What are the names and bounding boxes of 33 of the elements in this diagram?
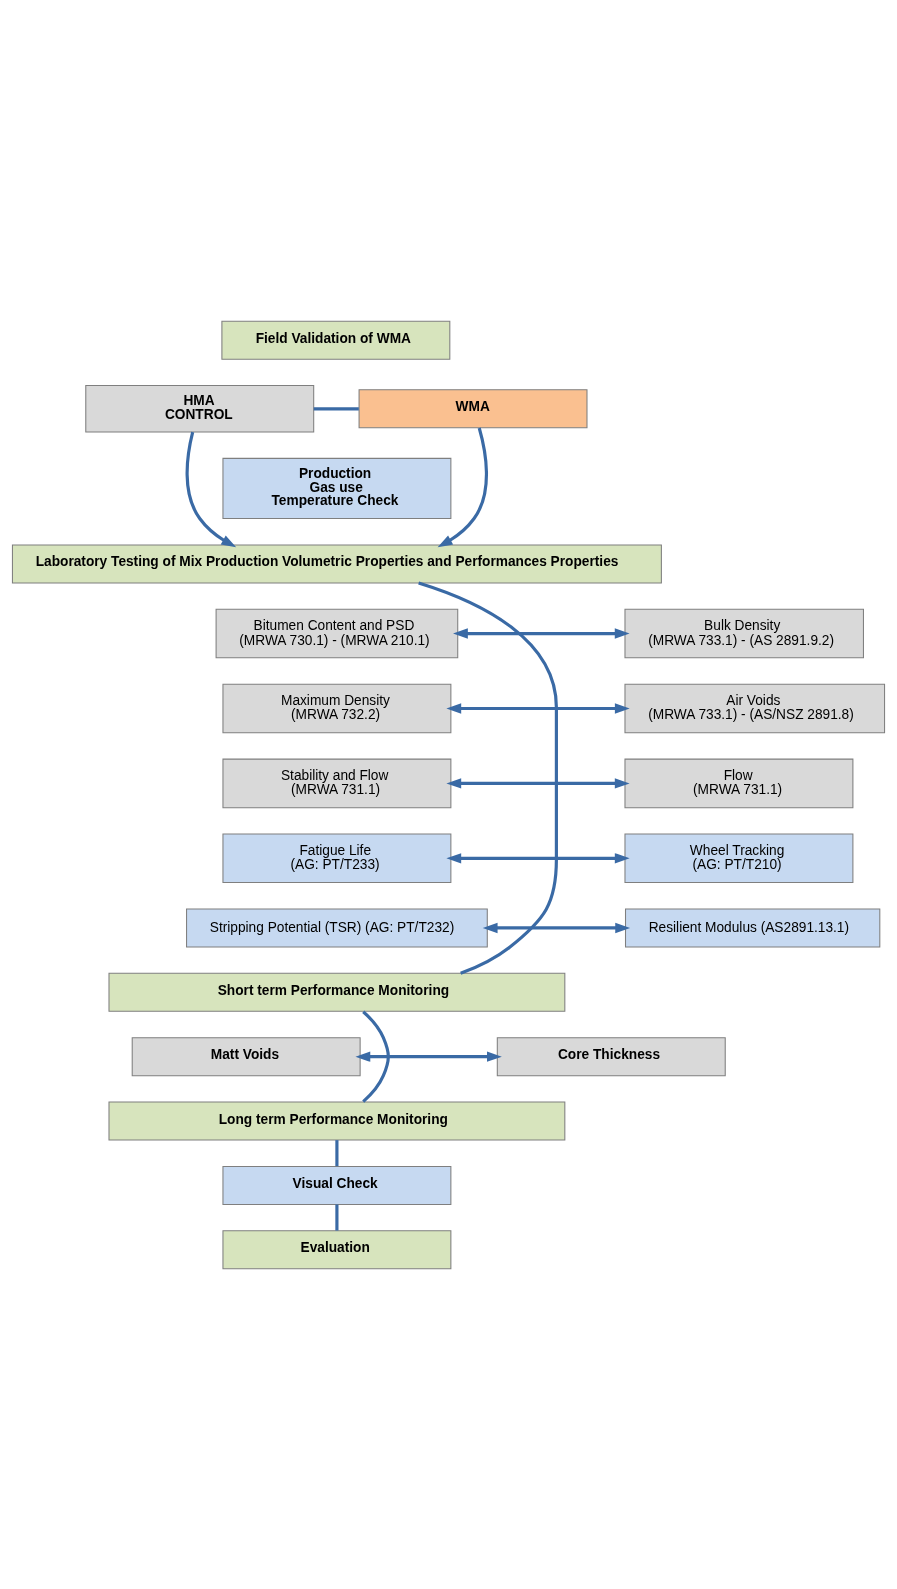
- node-box: Resilient Modulus (AS2891.13.1): [625, 907, 881, 947]
- arrow: [355, 1051, 502, 1062]
- connector: [313, 406, 359, 410]
- arrow: [185, 431, 237, 547]
- node-box: Core Thickness: [496, 1036, 726, 1076]
- arrow: [446, 702, 630, 714]
- arrow: [453, 627, 630, 639]
- arrow: [437, 427, 488, 547]
- node-box: Evaluation: [222, 1229, 452, 1269]
- node-box: Long term Performance Monitoring: [108, 1101, 566, 1141]
- node-box: Stripping Potential (TSR) (AG: PT/T232): [186, 907, 488, 947]
- node-box: Matt Voids: [131, 1036, 361, 1076]
- node-box: Air Voids (MRWA 733.1) - (AS/NSZ 2891.8): [624, 683, 886, 733]
- node-box: Flow (MRWA 731.1): [624, 758, 854, 808]
- arrow: [446, 777, 630, 789]
- node-box: Bulk Density (MRWA 733.1) - (AS 2891.9.2): [624, 608, 864, 658]
- node-box: Bitumen Content and PSD (MRWA 730.1) - (MRWA 210.1): [215, 608, 459, 658]
- node-box: HMA CONTROL: [85, 384, 315, 433]
- node-box: Maximum Density (MRWA 732.2): [222, 683, 452, 733]
- node-box: Laboratory Testing of Mix Production Volumetric Properties and Performances Properties: [11, 543, 662, 583]
- arrow: [446, 852, 630, 863]
- node-box: Production Gas use Temperature Check: [222, 457, 452, 519]
- connector: [335, 1139, 339, 1166]
- node-box: WMA: [358, 388, 588, 428]
- arrow: [482, 922, 631, 933]
- connector: [335, 1204, 339, 1231]
- node-box: Wheel Tracking (AG: PT/T210): [624, 833, 854, 883]
- node-box: Field Validation of WMA: [221, 320, 451, 360]
- node-box: Stability and Flow (MRWA 731.1): [222, 758, 452, 808]
- node-box: Fatigue Life (AG: PT/T233): [222, 833, 452, 883]
- node-box: Visual Check: [222, 1165, 452, 1205]
- node-box: Short term Performance Monitoring: [108, 972, 566, 1012]
- connector: [362, 1010, 390, 1103]
